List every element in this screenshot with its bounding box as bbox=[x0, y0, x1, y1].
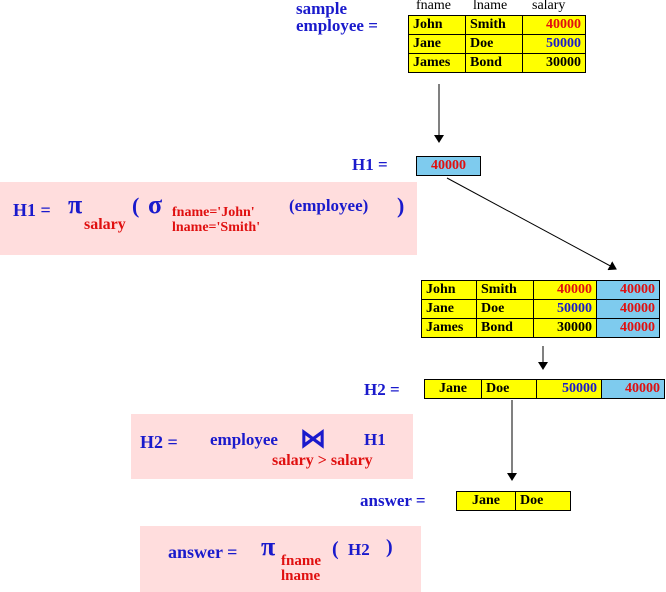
answer-expr-arg: H2 bbox=[348, 540, 370, 559]
cross-cell-salary: 30000 bbox=[533, 318, 597, 338]
employee-cell-fname: John bbox=[408, 15, 466, 35]
answer-cell-lname: Doe bbox=[515, 491, 571, 511]
employee-cell-salary: 50000 bbox=[522, 34, 586, 54]
table-row: John Smith 40000 40000 bbox=[421, 280, 660, 300]
table-row: Jane Doe 50000 bbox=[408, 34, 586, 54]
answer-cell-fname: Jane bbox=[456, 491, 516, 511]
cross-cell-h1: 40000 bbox=[596, 299, 660, 319]
table-row: Jane Doe 50000 40000 bbox=[424, 379, 665, 399]
cross-cell-fname: Jane bbox=[421, 299, 477, 319]
answer-expr-open: ( bbox=[332, 538, 339, 560]
employee-cell-fname: James bbox=[408, 53, 466, 73]
cross-cell-h1: 40000 bbox=[596, 318, 660, 338]
table-row: James Bond 30000 bbox=[408, 53, 586, 73]
answer-expr-close: ) bbox=[386, 536, 393, 558]
cross-cell-fname: James bbox=[421, 318, 477, 338]
h2-table: Jane Doe 50000 40000 bbox=[424, 379, 665, 399]
col-header-lname: lname bbox=[473, 0, 508, 13]
join-icon: ⋈ bbox=[300, 424, 326, 453]
table-row: Jane Doe 50000 40000 bbox=[421, 299, 660, 319]
h1-expr-close: ) bbox=[397, 193, 405, 218]
answer-table: Jane Doe bbox=[456, 491, 571, 511]
cross-cell-lname: Smith bbox=[476, 280, 534, 300]
h1-table: 40000 bbox=[416, 156, 481, 176]
h1-cell-value: 40000 bbox=[416, 156, 481, 176]
answer-expr-sub1: fname bbox=[281, 553, 321, 569]
h2-cell-salary: 50000 bbox=[536, 379, 602, 399]
h1-expr-pi: π bbox=[68, 190, 83, 219]
h1-expr-cond2: lname='Smith' bbox=[172, 220, 261, 235]
answer-expression-box bbox=[140, 526, 421, 592]
h1-expr-relation: (employee) bbox=[289, 196, 369, 215]
table-row: James Bond 30000 40000 bbox=[421, 318, 660, 338]
table-row: Jane Doe bbox=[456, 491, 571, 511]
cross-cell-h1: 40000 bbox=[596, 280, 660, 300]
employee-table: John Smith 40000 Jane Doe 50000 James Bo… bbox=[408, 15, 586, 73]
h1-expression-box bbox=[0, 182, 417, 255]
table-row: 40000 bbox=[416, 156, 481, 176]
employee-cell-lname: Smith bbox=[465, 15, 523, 35]
answer-expr-lhs: answer = bbox=[168, 542, 238, 562]
h2-cell-fname: Jane bbox=[424, 379, 482, 399]
answer-expr-sub2: lname bbox=[281, 568, 321, 584]
employee-cell-lname: Bond bbox=[465, 53, 523, 73]
employee-cell-fname: Jane bbox=[408, 34, 466, 54]
employee-cell-salary: 30000 bbox=[522, 53, 586, 73]
h2-cell-h1: 40000 bbox=[601, 379, 665, 399]
answer-expr-pi: π bbox=[261, 532, 276, 561]
h1-expr-open: ( bbox=[132, 193, 140, 218]
table-row: John Smith 40000 bbox=[408, 15, 586, 35]
cross-cell-salary: 40000 bbox=[533, 280, 597, 300]
sample-label: sample employee = bbox=[296, 0, 378, 34]
employee-cell-lname: Doe bbox=[465, 34, 523, 54]
h2-expr-cond: salary > salary bbox=[272, 452, 373, 469]
cross-cell-fname: John bbox=[421, 280, 477, 300]
h1-expr-cond1: fname='John' bbox=[172, 205, 255, 220]
h2-expression-box bbox=[131, 414, 413, 479]
sample-label-line1: sample bbox=[296, 0, 347, 18]
sample-label-line2: employee = bbox=[296, 16, 378, 35]
h1-expr-lhs: H1 = bbox=[13, 200, 51, 220]
h1-expr-pi-sub: salary bbox=[84, 216, 126, 233]
h2-label: H2 = bbox=[364, 380, 400, 399]
h2-expr-left: employee bbox=[210, 430, 278, 449]
h1-expr-sigma: σ bbox=[148, 190, 163, 219]
answer-label: answer = bbox=[360, 491, 426, 510]
h2-expr-right: H1 bbox=[364, 430, 386, 449]
col-header-salary: salary bbox=[532, 0, 566, 13]
h2-expr-lhs: H2 = bbox=[140, 432, 178, 452]
col-header-fname: fname bbox=[416, 0, 451, 13]
arrow-h1-to-cross bbox=[446, 177, 617, 271]
cross-product-table: John Smith 40000 40000 Jane Doe 50000 40… bbox=[421, 280, 660, 338]
employee-cell-salary: 40000 bbox=[522, 15, 586, 35]
h2-cell-lname: Doe bbox=[481, 379, 537, 399]
h1-label: H1 = bbox=[352, 155, 388, 174]
